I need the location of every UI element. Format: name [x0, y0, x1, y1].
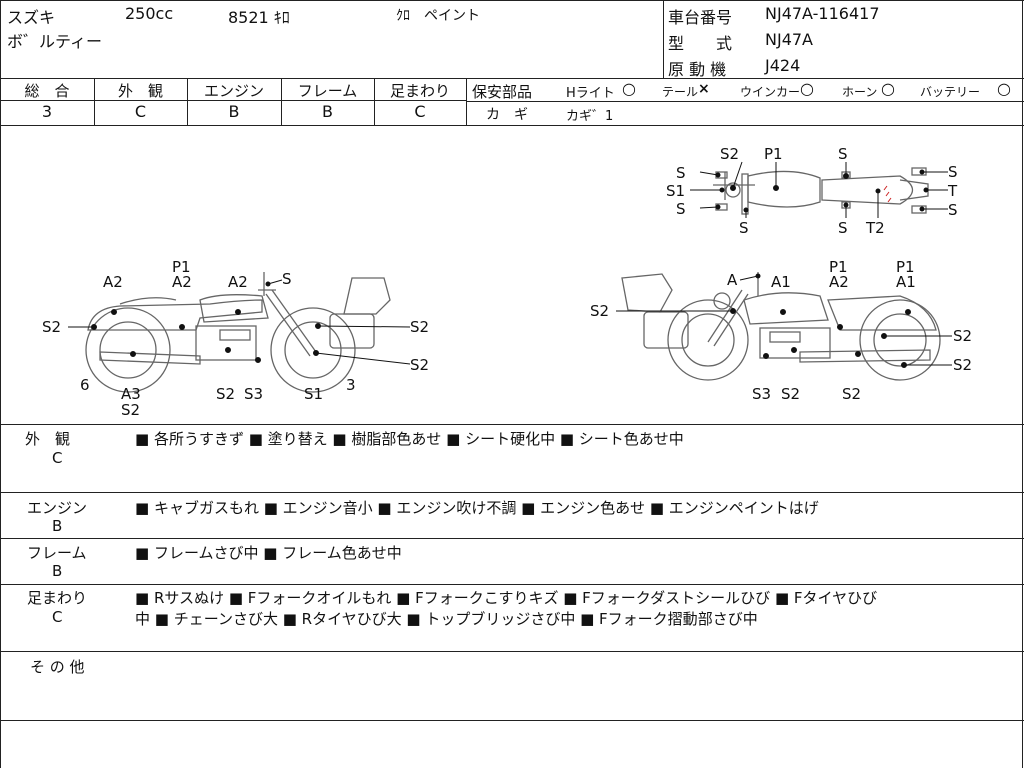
diagram-label: S1 [666, 182, 686, 200]
diagram-label: A3 [121, 385, 141, 403]
safety-horn-mark: ○ [881, 79, 895, 98]
diagram-label: A1 [771, 273, 791, 291]
diagram-label: S2 [410, 318, 430, 336]
safety-horn: ホーン [842, 85, 878, 99]
grade-value-frame: B [322, 102, 333, 121]
diagram-label: S2 [216, 385, 236, 403]
diagram-label: S2 [590, 302, 610, 320]
section-title-suspension: 足まわり [27, 589, 88, 607]
diagram-label: S2 [953, 356, 973, 374]
diagram-label: P1 [829, 258, 848, 276]
safety-tail: テール [662, 85, 699, 99]
safety-headlight: Hライト [566, 86, 615, 101]
diagram-label: A [727, 271, 738, 289]
grade-value-suspension: C [414, 102, 426, 121]
safety-battery-mark: ○ [997, 79, 1011, 98]
grade-value-exterior: C [134, 102, 147, 121]
section-grade-exterior: C [52, 449, 63, 467]
section-grade-engine: B [52, 517, 63, 535]
diagram-label: T [948, 182, 958, 200]
safety-winker: ウインカー [740, 85, 801, 99]
section-title-other: そ の 他 [30, 658, 85, 676]
diagram-label: 3 [346, 376, 356, 394]
diagram-label: S2 [121, 401, 141, 419]
diagram-label: A2 [829, 273, 849, 291]
section-line-exterior: ■ 各所うすきず ■ 塗り替え ■ 樹脂部色あせ ■ シート硬化中 ■ シート色… [135, 430, 684, 448]
diagram-label: S2 [842, 385, 862, 403]
section-grade-frame: B [52, 562, 63, 580]
engine-label: 原 動 機 [668, 60, 727, 79]
grade-value-overall: 3 [41, 102, 53, 121]
grade-header-frame: フレーム [297, 82, 358, 100]
diagram-label: S2 [781, 385, 801, 403]
safety-label: 保安部品 [472, 83, 533, 101]
section-title-frame: フレーム [27, 544, 87, 562]
diagram-label: T2 [866, 219, 885, 237]
displacement: 250cc [125, 4, 174, 23]
diagram-label: S [676, 200, 686, 218]
section-line-suspension-1: ■ Rサスぬけ ■ Fフォークオイルもれ ■ Fフォークこすりキズ ■ Fフォー… [135, 589, 878, 607]
diagram-label: S [838, 219, 848, 237]
diagram-label: S [676, 164, 686, 182]
section-line-frame: ■ フレームさび中 ■ フレーム色あせ中 [135, 544, 402, 562]
diagram-label: S3 [244, 385, 264, 403]
diagram-label: S2 [720, 145, 740, 163]
model-name: ボ゛ルティー [7, 32, 103, 51]
diagram-label: S2 [410, 356, 430, 374]
engine-no: J424 [765, 56, 801, 75]
diagram-label: S [282, 270, 292, 288]
grade-header-engine: エンジン [203, 82, 264, 100]
diagram-label: S [739, 219, 749, 237]
section-title-exterior: 外 観 [25, 430, 71, 448]
frame-no-label: 車台番号 [668, 8, 733, 27]
diagram-label: P1 [764, 145, 783, 163]
key-label: カ ギ [486, 107, 528, 123]
safety-battery: バッテリー [920, 85, 981, 99]
safety-tail-mark: × [698, 81, 710, 97]
type-label: 型 式 [668, 34, 733, 53]
diagram-label: S [838, 145, 848, 163]
safety-headlight-mark: ○ [622, 79, 636, 98]
diagram-label: A1 [896, 273, 916, 291]
diagram-label: S2 [953, 327, 973, 345]
diagram-label: S2 [42, 318, 62, 336]
grade-header-suspension: 足まわり [389, 82, 450, 100]
diagram-label: A2 [172, 273, 192, 291]
frame-no: NJ47A-116417 [765, 4, 880, 23]
diagram-label: A2 [228, 273, 248, 291]
safety-winker-mark: ○ [800, 79, 814, 98]
diagram-label: S1 [304, 385, 324, 403]
key-value: カギ゛1 [566, 109, 614, 124]
maker: スズキ [7, 8, 56, 27]
type-no: NJ47A [765, 30, 813, 49]
diagram-label: P1 [172, 258, 191, 276]
grade-header-overall: 総 合 [24, 82, 70, 100]
diagram-label: A2 [103, 273, 123, 291]
section-line-suspension-2: 中 ■ チェーンさび大 ■ Rタイヤひび大 ■ トップブリッジさび中 ■ Fフォ… [135, 610, 758, 628]
grade-value-engine: B [228, 102, 240, 121]
diagram-label: S [948, 163, 958, 181]
diagram-label: 6 [80, 376, 90, 394]
mileage: 8521 ｷﾛ [228, 8, 290, 27]
section-line-engine: ■ キャブガスもれ ■ エンジン音小 ■ エンジン吹け不調 ■ エンジン色あせ … [135, 499, 819, 517]
section-grade-suspension: C [52, 608, 63, 626]
diagram-label: S [948, 201, 958, 219]
paint-note: ｸﾛ ペイント [396, 8, 480, 24]
section-title-engine: エンジン [27, 499, 88, 517]
diagram-label: P1 [896, 258, 915, 276]
grade-header-exterior: 外 観 [117, 82, 163, 100]
diagram-label: S3 [752, 385, 772, 403]
